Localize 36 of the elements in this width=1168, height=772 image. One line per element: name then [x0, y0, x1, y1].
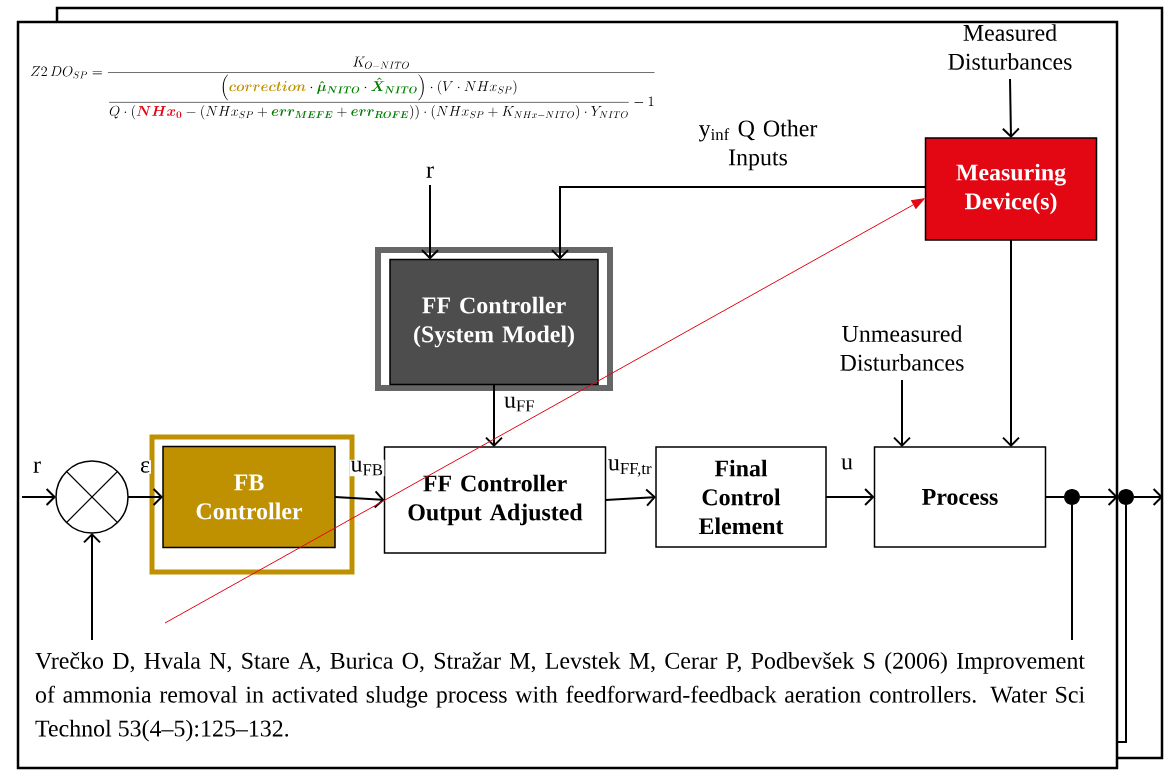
signal-arrow [893, 379, 911, 447]
input-label: Measured Disturbances [948, 24, 1072, 70]
signal-arrow [485, 383, 503, 447]
signal-arrow [83, 533, 101, 641]
controller-box: FB Controller [162, 445, 336, 549]
controller-box: FF Controller (System Model) [389, 258, 599, 386]
signal-line [1044, 496, 1065, 498]
input-label: r [426, 166, 434, 178]
signal-arrow [1133, 488, 1163, 506]
formula: $Z2\,DO_{SP} = \dfrac{K_{O-NITO}}{\dfrac{\left({\color[HTML]{BF9000}\boldsymbol{correction}}\cdot{\color[HTML]{008000}\boldsymbol{\hat{\mu}_{NITO}}}\cdot{\color[HTML]{008000}\boldsymbol{\hat{X}_{NITO}}}\right)\cdot(V\cdot NHx_{SP})}{Q\cdot({\color[HTML]{E30613}\boldsymbol{NHx_0}}-(NHx_{SP}+{\color[HTML]{008000}\boldsymbol{err_{MEFE}}}+{\color[HTML]{008000}\boldsymbol{err_{ROFE}}}))\cdot(NHx_{SP}+K_{NHx-NITO})\cdot Y_{NITO}}-1}$ [30, 56, 655, 120]
signal-arrow [421, 184, 439, 260]
signal-arrow [334, 490, 385, 509]
edge-label: y$_{inf}$ Q Other Inputs [692, 118, 824, 172]
signal-arrow [127, 488, 163, 506]
citation-text: Vrečko D, Hvala N, Stare A, Burica O, Stražar M, Levstek M, Cerar P, Podbevšek S (2006) Improvement of ammonia removal in activated sludge process with feedforward-feedback aeration controllers. Water Sci Technol 53(4–5):125–132. [35, 652, 1085, 742]
signal-line [1071, 504, 1073, 641]
edge-label: u [840, 457, 854, 471]
edge-label: r [32, 460, 42, 474]
junction-dot [1118, 489, 1134, 505]
measuring-device-box: Measuring Device(s) [924, 137, 1098, 241]
signal-line [1116, 504, 1127, 743]
signal-arrow [551, 186, 927, 260]
signal-arrow [1002, 239, 1020, 447]
edge-label: u$_{FF,tr}$ [606, 458, 654, 478]
signal-arrow [21, 488, 56, 506]
signal-arrow [1001, 78, 1020, 138]
signal-arrow [604, 488, 656, 507]
signal-arrow [825, 488, 875, 506]
block-box: Process [873, 446, 1047, 548]
block-box: FF Controller Output Adjusted [383, 446, 607, 554]
annotation-arrow [164, 198, 925, 624]
signal-arrow [1079, 488, 1118, 506]
block-box: Final Control Element [655, 446, 827, 548]
input-label: Unmeasured Disturbances [840, 325, 964, 371]
summing-junction [55, 460, 129, 534]
junction-dot [1064, 489, 1080, 505]
